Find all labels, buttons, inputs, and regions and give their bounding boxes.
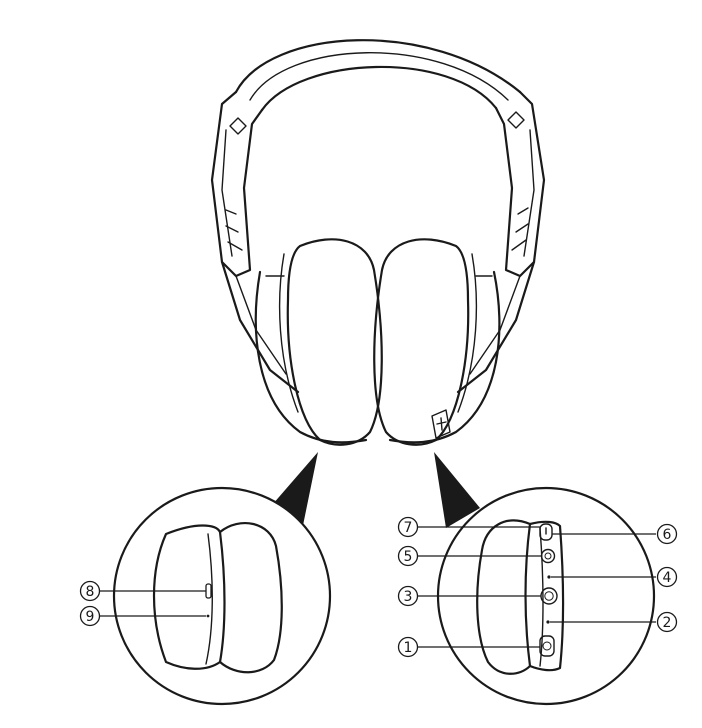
callout-7: 7 [397, 516, 419, 538]
control-top-button [539, 523, 553, 541]
headband-outer [234, 39, 522, 94]
callout-8-label: 8 [86, 584, 95, 600]
callout-3: 3 [397, 585, 419, 607]
right-detail-view [436, 486, 656, 706]
headphone-main-view [210, 39, 546, 446]
callout-9-label: 9 [86, 609, 95, 625]
callout-3-label: 3 [404, 589, 413, 605]
left-detail-circle [112, 486, 332, 706]
callout-6-label: 6 [663, 527, 672, 543]
callout-9: 9 [79, 605, 101, 627]
callout-2-label: 2 [663, 615, 672, 631]
callout-8: 8 [79, 580, 101, 602]
right-slider-arm [494, 90, 546, 278]
left-ear-cup [254, 270, 368, 444]
right-ear-cushion [373, 238, 470, 446]
callout-2: 2 [656, 611, 678, 633]
right-ear-cup [388, 270, 501, 444]
callout-7-label: 7 [404, 520, 413, 536]
control-dot-upper [547, 575, 551, 579]
right-pointer-wedge [434, 452, 480, 528]
callout-1-label: 1 [404, 640, 413, 656]
callout-1: 1 [397, 636, 419, 658]
control-bottom-button [539, 635, 555, 657]
callout-4: 4 [656, 566, 678, 588]
callout-5-label: 5 [404, 549, 413, 565]
control-small-button [540, 548, 556, 564]
headband-inner [260, 65, 498, 112]
left-pin-hole [206, 614, 210, 618]
left-detail-view [112, 486, 332, 706]
callout-5: 5 [397, 545, 419, 567]
left-ear-cushion [286, 238, 383, 446]
control-dot-lower [546, 620, 550, 624]
callout-4-label: 4 [663, 570, 672, 586]
right-cup-control [431, 409, 451, 439]
callout-6: 6 [656, 523, 678, 545]
